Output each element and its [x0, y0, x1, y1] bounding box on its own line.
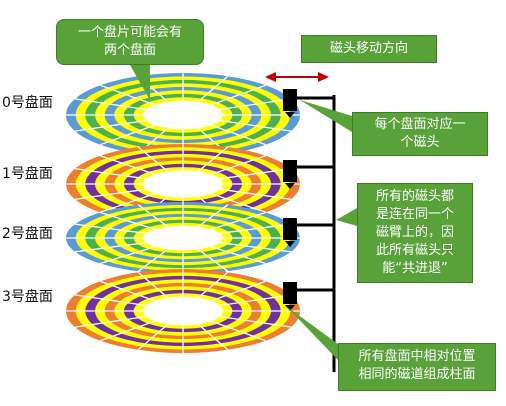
- platter-1-sector-line: [197, 146, 229, 172]
- pointer-one-head: [300, 100, 352, 132]
- platter-0-sector-line: [100, 124, 156, 146]
- callout-one-head: 每个盘面对应一 个磁头: [352, 112, 488, 156]
- callout-head-direction-text: 磁头移动方向: [329, 41, 408, 56]
- callout-shared-arm-line-5: 能“共进退”: [382, 261, 448, 276]
- platter-2-sector-line: [197, 204, 229, 228]
- platter-1-sector-line: [100, 155, 156, 176]
- callout-one-head-line-2: 个磁头: [400, 135, 440, 150]
- platter-1-sector-line: [210, 192, 266, 213]
- callout-one-head-line-1: 每个盘面对应一: [374, 117, 466, 132]
- callout-shared-arm: 所有的磁头都 是连在同一个 磁臂上的，因 此所有磁头只 能“共进退”: [357, 183, 473, 283]
- platter-1-sector-line: [100, 192, 156, 213]
- callout-cylinder: 所有盘面中相对位置 相同的磁道组成柱面: [338, 343, 496, 391]
- platter-0-sector-line: [197, 75, 229, 103]
- platter-1-spindle-hole: [143, 170, 223, 198]
- callout-head-direction: 磁头移动方向: [301, 35, 437, 63]
- platter-2-sector-line: [74, 242, 147, 253]
- platter-2-sector-line: [100, 211, 156, 230]
- pointer-shared-arm: [336, 208, 357, 226]
- platter-3-sector-line: [210, 280, 266, 302]
- platter-2-sector-line: [210, 211, 266, 230]
- platter-2-spindle-hole: [143, 225, 223, 251]
- platter-0-sector-line: [210, 84, 266, 106]
- disk-arm: [296, 95, 336, 372]
- pointer-two-faces: [130, 65, 150, 100]
- read-write-head-2: [283, 218, 297, 247]
- platter-3-label: 3号盘面: [2, 288, 53, 305]
- platter-1-sector-line: [74, 168, 147, 180]
- platter-3-sector-line: [74, 315, 147, 328]
- platter-0-sector-line: [210, 124, 266, 146]
- read-write-head-1: [283, 160, 297, 189]
- callout-cylinder-line-2: 相同的磁道组成柱面: [358, 367, 476, 382]
- platter-3-sector-line: [219, 294, 292, 307]
- callout-two-faces: 一个盘片可能会有 两个盘面: [56, 19, 204, 65]
- pointer-cylinder: [286, 306, 338, 360]
- platter-0-label: 0号盘面: [2, 94, 53, 111]
- platter-0-spindle-hole: [143, 100, 223, 130]
- platter-2-sector-line: [137, 248, 169, 272]
- platter-1-sector-line: [137, 146, 169, 172]
- platter-0-sector-line: [219, 98, 292, 111]
- platter-2-sector-line: [219, 223, 292, 234]
- platter-3-sector-line: [137, 271, 169, 299]
- platter-3-sector-line: [197, 271, 229, 299]
- read-write-head-3: [283, 282, 297, 311]
- platter-1-sector-line: [219, 188, 292, 200]
- callout-shared-arm-line-3: 磁臂上的，因: [375, 225, 454, 240]
- platter-3-sector-line: [137, 323, 169, 351]
- platter-1: [66, 144, 300, 224]
- platter-2-sector-line: [210, 246, 266, 265]
- platter-3-sector-line: [100, 280, 156, 302]
- platter-1-sector-line: [74, 188, 147, 200]
- platter-3: [66, 269, 300, 353]
- platter-3-sector-line: [210, 320, 266, 342]
- platter-3-sector-line: [219, 315, 292, 328]
- platter-1-sector-line: [219, 168, 292, 180]
- callout-cylinder-line-1: 所有盘面中相对位置: [358, 349, 476, 364]
- platter-3-spindle-hole: [143, 296, 223, 326]
- platter-2-sector-line: [100, 246, 156, 265]
- platter-0-sector-line: [100, 84, 156, 106]
- callout-two-faces-line-1: 一个盘片可能会有: [77, 25, 182, 40]
- platter-2-label: 2号盘面: [2, 225, 53, 242]
- callout-shared-arm-line-2: 是连在同一个: [375, 207, 454, 222]
- platter-3-sector-line: [74, 294, 147, 307]
- callout-shared-arm-line-1: 所有的磁头都: [375, 189, 454, 204]
- platter-0-sector-line: [74, 119, 147, 132]
- platter-2-sector-line: [219, 242, 292, 253]
- platter-3-sector-line: [197, 323, 229, 351]
- platter-0: [66, 73, 300, 157]
- platter-0-sector-line: [74, 98, 147, 111]
- head-movement-arrow: [265, 72, 329, 82]
- platter-2-sector-line: [197, 248, 229, 272]
- platter-2-sector-line: [74, 223, 147, 234]
- platter-0-sector-line: [219, 119, 292, 132]
- platter-1-sector-line: [210, 155, 266, 176]
- platter-3-sector-line: [100, 320, 156, 342]
- platter-2-sector-line: [137, 204, 169, 228]
- read-write-head-0: [283, 89, 297, 118]
- platter-1-label: 1号盘面: [2, 165, 53, 182]
- platter-2: [66, 202, 300, 274]
- callout-shared-arm-line-4: 此所有磁头只: [375, 243, 454, 258]
- callout-two-faces-line-2: 两个盘面: [103, 43, 156, 58]
